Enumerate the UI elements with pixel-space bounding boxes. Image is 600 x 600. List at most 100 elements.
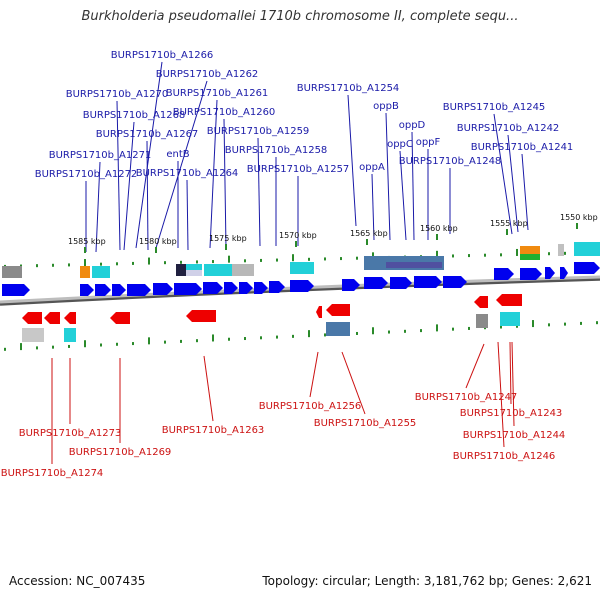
forward-gene-arrow	[153, 283, 173, 295]
top-gene-label: BURPS1710b_A1271	[49, 150, 152, 161]
feature-box	[22, 328, 44, 342]
ruler-tick-lower	[420, 329, 422, 333]
forward-gene-arrow	[112, 284, 126, 296]
reverse-gene-arrow	[44, 312, 60, 324]
top-gene-label: BURPS1710b_A1266	[111, 50, 214, 61]
ruler-label: 1550 kbp	[560, 213, 598, 222]
ruler-label: 1565 kbp	[350, 229, 388, 238]
top-gene-label: oppF	[416, 137, 441, 148]
bottom-gene-leader	[509, 341, 512, 405]
ruler-tick-upper	[308, 257, 310, 261]
bottom-gene-label: BURPS1710b_A1274	[1, 468, 104, 479]
top-gene-leader	[209, 99, 218, 249]
top-gene-label: BURPS1710b_A1248	[399, 156, 502, 167]
top-gene-leader	[493, 113, 513, 235]
feature-box	[204, 264, 232, 276]
feature-box	[80, 266, 90, 278]
forward-gene-arrow	[80, 284, 94, 296]
forward-gene-arrow	[174, 283, 202, 295]
feature-box	[64, 328, 76, 342]
ruler-tick-upper	[132, 261, 134, 265]
ruler-tick-lower	[548, 323, 550, 327]
ruler-tick-upper	[84, 259, 86, 267]
ruler-tick-lower	[4, 347, 6, 351]
top-gene-leader	[123, 121, 135, 251]
map-title: Burkholderia pseudomallei 1710b chromoso…	[81, 9, 519, 24]
genome-stats: Topology: circular; Length: 3,181,762 bp…	[262, 574, 592, 588]
ruler-tick-lower	[276, 335, 278, 339]
reverse-gene-arrow	[316, 306, 322, 318]
feature-box	[476, 314, 488, 328]
feature-box	[176, 264, 186, 276]
top-gene-leader	[95, 161, 101, 253]
feature-box	[92, 266, 110, 278]
feature-box	[520, 246, 540, 254]
ruler-tick-lower	[228, 337, 230, 341]
top-gene-leader	[146, 140, 149, 251]
forward-gene-arrow	[494, 268, 514, 280]
top-gene-leader	[116, 100, 121, 251]
ruler-tick-lower	[68, 344, 70, 348]
top-gene-label: BURPS1710b_A1272	[35, 169, 138, 180]
ruler-tick-lower	[180, 339, 182, 343]
forward-gene-arrow	[290, 280, 314, 292]
top-gene-label: oppB	[373, 101, 399, 112]
ruler-tick-lower	[564, 322, 566, 326]
top-gene-label: entB	[166, 149, 189, 160]
ruler-tick-upper	[484, 253, 486, 257]
top-gene-label: BURPS1710b_A1245	[443, 102, 546, 113]
top-gene-label: oppD	[399, 120, 426, 131]
ruler-tick-lower	[404, 329, 406, 333]
ruler-tick-lower	[260, 336, 262, 340]
top-gene-label: BURPS1710b_A1267	[96, 129, 199, 140]
forward-gene-arrow	[574, 262, 600, 274]
bottom-gene-label: BURPS1710b_A1246	[453, 451, 556, 462]
top-gene-leader	[223, 118, 227, 249]
ruler-label-tick	[436, 234, 438, 240]
ruler-tick-lower	[388, 330, 390, 334]
bottom-gene-label: BURPS1710b_A1255	[314, 418, 417, 429]
top-gene-leader	[347, 94, 357, 227]
top-gene-leader	[135, 61, 163, 249]
forward-gene-arrow	[364, 277, 388, 289]
forward-gene-arrow	[520, 268, 542, 280]
top-gene-label: BURPS1710b_A1268	[83, 110, 186, 121]
reverse-gene-arrow	[474, 296, 488, 308]
bottom-gene-label: BURPS1710b_A1263	[162, 425, 265, 436]
forward-gene-arrow	[545, 267, 555, 279]
bottom-gene-label: BURPS1710b_A1247	[415, 392, 518, 403]
forward-gene-arrow	[2, 284, 30, 296]
bottom-gene-label: BURPS1710b_A1256	[259, 401, 362, 412]
ruler-label-tick	[84, 247, 86, 253]
top-gene-label: BURPS1710b_A1258	[225, 145, 328, 156]
forward-gene-arrow	[239, 282, 253, 294]
ruler-tick-lower	[100, 343, 102, 347]
top-gene-label: BURPS1710b_A1270	[66, 89, 169, 100]
feature-box	[326, 322, 350, 336]
forward-gene-arrow	[254, 282, 268, 294]
ruler-tick-upper	[196, 260, 198, 264]
top-gene-label: BURPS1710b_A1242	[457, 123, 560, 134]
top-gene-leader	[507, 134, 519, 233]
ruler-tick-lower	[452, 327, 454, 331]
top-gene-label: BURPS1710b_A1254	[297, 83, 400, 94]
reverse-gene-arrow	[326, 304, 350, 316]
top-gene-leader	[257, 137, 261, 247]
ruler-tick-lower	[196, 339, 198, 343]
ruler-tick-lower	[596, 321, 598, 325]
ruler-tick-lower	[36, 346, 38, 350]
ruler-tick-upper	[356, 256, 358, 260]
ruler-label-tick	[366, 239, 368, 245]
ruler-tick-upper	[148, 257, 150, 265]
top-gene-label: BURPS1710b_A1264	[136, 168, 239, 179]
reverse-gene-arrow	[64, 312, 76, 324]
ruler-label: 1585 kbp	[68, 237, 106, 246]
feature-box	[290, 262, 314, 274]
bottom-gene-leader	[497, 341, 505, 448]
bottom-gene-label: BURPS1710b_A1269	[69, 447, 172, 458]
ruler-tick-lower	[356, 331, 358, 335]
top-gene-leader	[186, 179, 189, 251]
forward-gene-arrow	[127, 284, 151, 296]
ruler-tick-lower	[164, 340, 166, 344]
ruler-tick-upper	[468, 254, 470, 258]
